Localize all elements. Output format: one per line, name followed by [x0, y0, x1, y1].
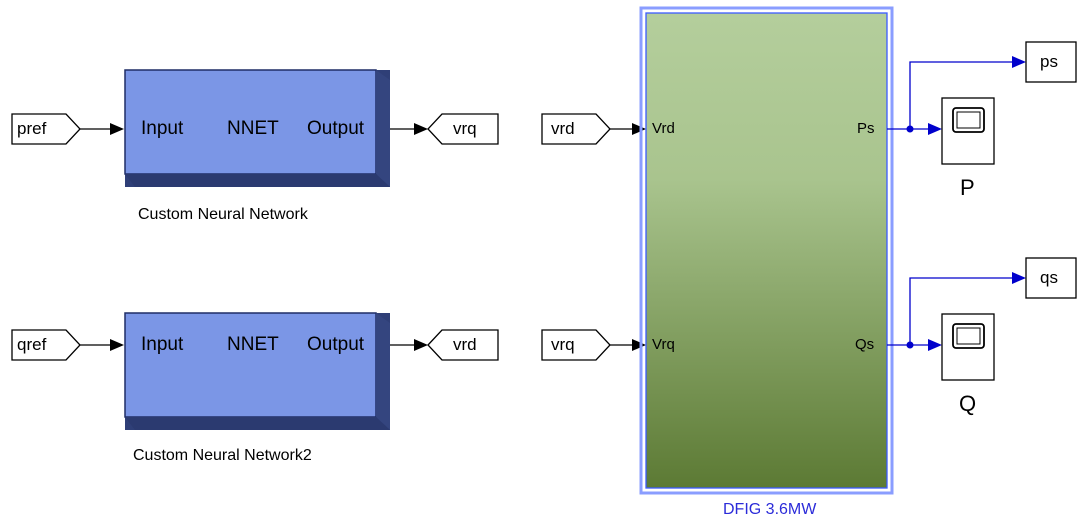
signal-vrd-to-dfig	[610, 123, 646, 135]
dfig-output-ps-label: Ps	[857, 120, 875, 137]
dfig-input-vrd-label: Vrd	[652, 120, 675, 137]
scope-q-title: Q	[959, 391, 977, 416]
signal-nnet1-to-vrq	[390, 123, 428, 135]
dfig-subsystem-block[interactable]	[639, 6, 894, 495]
from-tag-vrd-label: vrd	[551, 119, 575, 138]
goto-tag-vrq-label: vrq	[453, 119, 477, 138]
scope-p-block[interactable]	[941, 97, 995, 165]
dfig-title: DFIG 3.6MW	[723, 501, 817, 518]
dfig-input-vrq-label: Vrq	[652, 336, 675, 353]
from-tag-pref[interactable]	[11, 113, 81, 145]
from-tag-pref-label: pref	[17, 119, 47, 138]
nnet2-output-port: Output	[307, 334, 365, 355]
nnet1-name: NNET	[227, 118, 279, 139]
from-tag-vrq[interactable]	[541, 329, 611, 361]
signal-qref-to-nnet2	[80, 339, 124, 351]
nnet-block-1[interactable]	[124, 69, 390, 187]
scope-q-block[interactable]	[941, 313, 995, 381]
signal-pref-to-nnet1	[80, 123, 124, 135]
dfig-output-qs-label: Qs	[855, 336, 875, 353]
nnet-block-2[interactable]	[124, 312, 390, 430]
nnet1-output-port: Output	[307, 118, 365, 139]
from-tag-vrd[interactable]	[541, 113, 611, 145]
nnet2-name: NNET	[227, 334, 279, 355]
goto-tag-qs-label: qs	[1040, 268, 1058, 287]
goto-tag-vrd[interactable]	[427, 329, 499, 361]
from-tag-qref-label: qref	[17, 335, 47, 354]
signal-vrq-to-dfig	[610, 339, 646, 351]
from-tag-vrq-label: vrq	[551, 335, 575, 354]
signal-qs-out	[887, 272, 1026, 351]
goto-tag-ps[interactable]	[1025, 41, 1077, 83]
signal-nnet2-to-vrd	[390, 339, 428, 351]
nnet1-input-port: Input	[141, 118, 184, 139]
goto-tag-vrd-label: vrd	[453, 335, 477, 354]
nnet1-caption: Custom Neural Network	[138, 206, 308, 223]
signal-ps-out	[887, 56, 1026, 135]
goto-tag-vrq[interactable]	[427, 113, 499, 145]
nnet2-input-port: Input	[141, 334, 184, 355]
scope-p-title: P	[960, 175, 975, 200]
goto-tag-ps-label: ps	[1040, 52, 1058, 71]
nnet2-caption: Custom Neural Network2	[133, 447, 312, 464]
from-tag-qref[interactable]	[11, 329, 81, 361]
goto-tag-qs[interactable]	[1025, 257, 1077, 299]
